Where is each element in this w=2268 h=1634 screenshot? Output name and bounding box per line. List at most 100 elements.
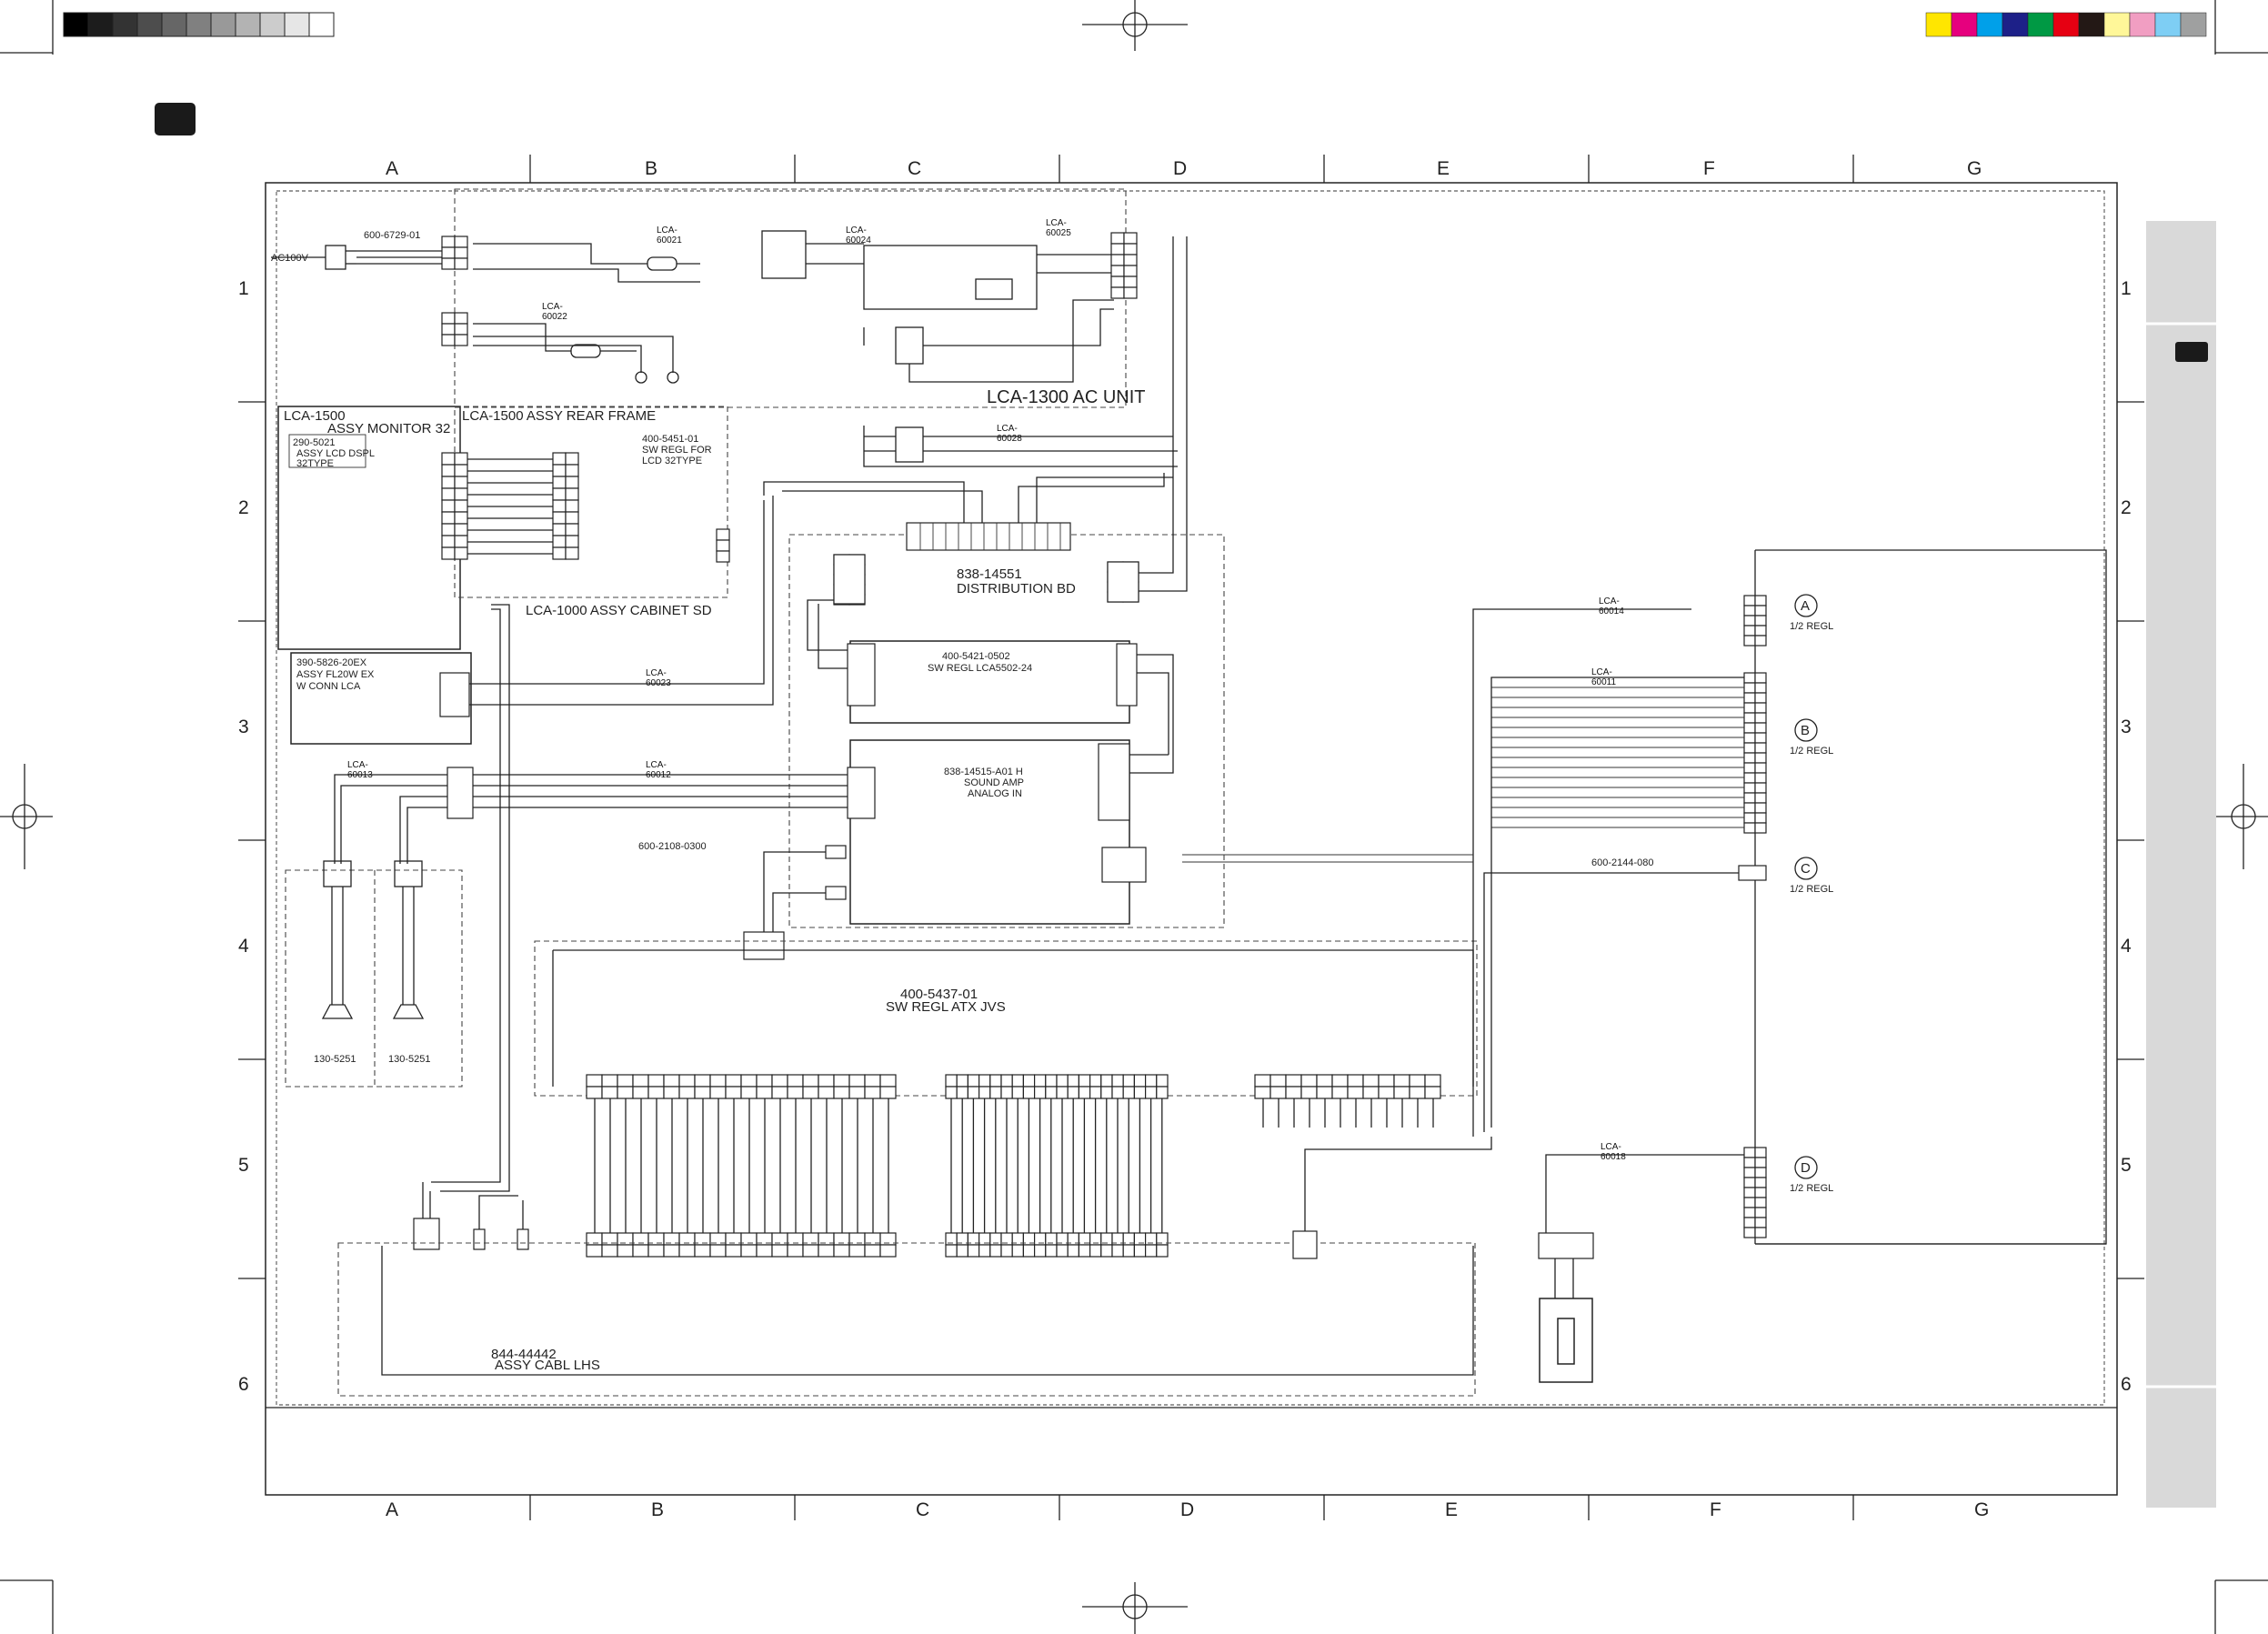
connector-pin [1424,1086,1441,1099]
reference-circle-sub: 1/2 REGL [1790,1183,1833,1194]
reference-circle-sub: 1/2 REGL [1790,746,1833,757]
svg-text:5: 5 [2121,1155,2132,1176]
connector-pin [1754,625,1767,637]
reference-circle: A1/2 REGL [1790,594,1833,632]
cable-id: LCA-60011 [1591,667,1617,687]
connector-pin [1110,276,1125,288]
connector-pin [1022,1244,1036,1258]
svg-text:5: 5 [238,1155,249,1176]
process-swatch [2027,12,2054,37]
connector-pin [1754,635,1767,647]
connector-pin [1743,672,1756,684]
connector-pin [945,1244,958,1258]
connector-pin [601,1074,618,1088]
connector-pin [771,1086,788,1099]
cable-id: LCA-60025 [1046,218,1071,238]
process-swatch [1976,12,2003,37]
svg-text:3: 3 [238,717,249,737]
col-label: G [1974,1499,1989,1520]
connector-pin [1743,772,1756,784]
connector-pin [709,1086,727,1099]
connector-pin [586,1074,603,1088]
svg-text:130-5251: 130-5251 [388,1054,431,1065]
connector-pin [1316,1086,1333,1099]
connector-pin [565,499,579,513]
connector-pin [663,1086,680,1099]
connector-pin [787,1086,804,1099]
process-swatch [1925,12,1952,37]
registration-swatch [210,12,236,37]
svg-text:290-5021: 290-5021 [293,437,336,448]
connector-pin [1089,1074,1102,1088]
connector-pin [632,1074,649,1088]
process-swatch [2103,12,2131,37]
connector-pin [1743,742,1756,754]
connector-pin [441,236,456,248]
registration-color-bar [63,12,335,37]
connector-pin [565,535,579,548]
connector-pin [864,1086,881,1099]
connector-pin [441,246,456,259]
process-swatch [2078,12,2105,37]
connector-pin [1045,1074,1058,1088]
row-labels-left: 1 2 3 4 5 6 [238,278,249,1395]
connector-pin [565,464,579,477]
connector-pin [1122,1086,1135,1099]
connector-pin [1754,595,1767,606]
connector-pin [1754,1177,1767,1188]
connector-pin [1144,1074,1158,1088]
connector-pin [1743,1147,1756,1158]
registration-swatch [63,12,89,37]
connector-pin [565,511,579,525]
connector-pin [694,1244,711,1258]
connector-pin [1033,1074,1047,1088]
connector-pin [1754,615,1767,627]
connector-pin [1300,1086,1318,1099]
connector-pin [1743,1197,1756,1208]
connector-pin [694,1086,711,1099]
connector-pin [1743,1177,1756,1188]
connector-pin [818,1074,835,1088]
connector-pin [978,1074,991,1088]
connector-pin [1056,1074,1069,1088]
connector-pin [441,511,456,525]
column-labels-top: A B C D E F G [386,158,1982,179]
connector-pin [818,1244,835,1258]
svg-text:32TYPE: 32TYPE [296,458,334,469]
svg-text:400-5421-0502: 400-5421-0502 [942,651,1010,662]
connector-pin [1100,1244,1113,1258]
connector-pin [1122,1244,1135,1258]
connector-pin [454,323,468,336]
connector-pin [864,1074,881,1088]
connector-pin [617,1074,634,1088]
connector-pin [552,546,567,560]
connector-pin [1743,802,1756,814]
connector-pin [818,1086,835,1099]
connector-pin [1123,265,1138,277]
connector-pin [552,535,567,548]
connector-pin [709,1244,727,1258]
connector-pin [601,1086,618,1099]
connector-pin [1743,792,1756,804]
connector-pin [454,236,468,248]
connector-pin [678,1244,696,1258]
connector-pin [1754,1197,1767,1208]
reference-circle: C1/2 REGL [1790,857,1833,895]
connector-pin [552,452,567,466]
connector-pin [1078,1086,1091,1099]
connector-pin [1089,1244,1102,1258]
connector-pin [945,1086,958,1099]
connector-pin [1743,1157,1756,1168]
process-swatch [1951,12,1978,37]
side-tab-marker [2175,342,2208,362]
connector-pin [1078,1074,1091,1088]
connector-pin [441,476,456,489]
connector-pin [967,1074,980,1088]
registration-target-top [1082,0,1188,51]
connector-pin [454,246,468,259]
connector-pin [441,535,456,548]
svg-text:3: 3 [2121,717,2132,737]
connector-pin [1754,752,1767,764]
svg-text:SW REGL ATX JVS: SW REGL ATX JVS [886,999,1006,1015]
